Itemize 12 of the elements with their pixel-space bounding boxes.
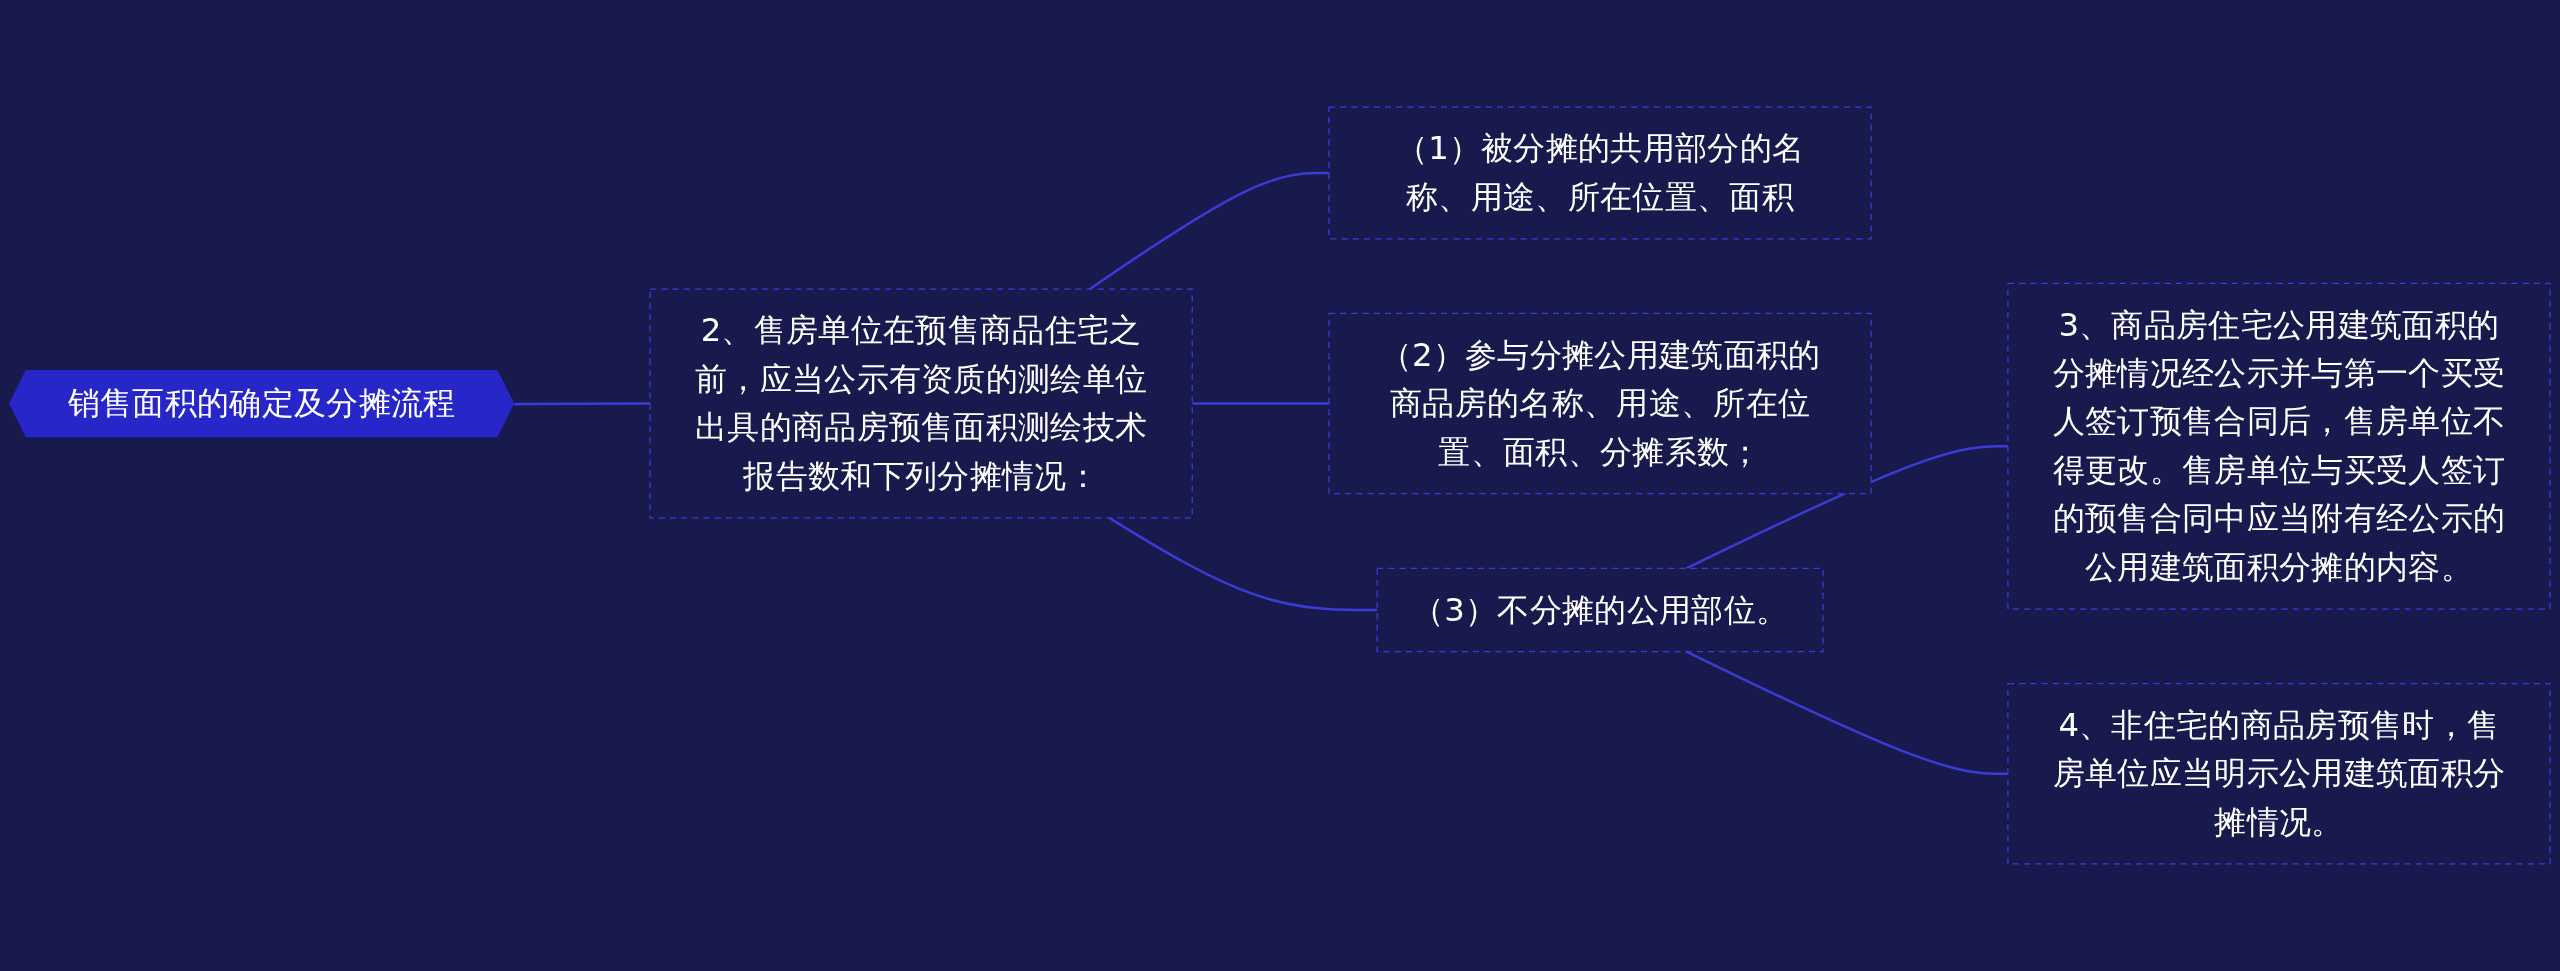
connector [1685,444,2008,570]
connector [1108,516,1378,612]
node-box: 3、商品房住宅公用建筑面积的分摊情况经公示并与第一个买受人签订预售合同后，售房单位不得更改。售房单位与买受人签订的预售合同中应当附有经公示的公用建筑面积分摊的内容。 [2007,282,2551,610]
node-box: （1）被分摊的共用部分的名称、用途、所在位置、面积 [1328,106,1872,240]
connector [1192,402,1329,405]
node-box: （3）不分摊的公用部位。 [1376,567,1824,653]
node-box: （2）参与分摊公用建筑面积的商品房的名称、用途、所在位置、面积、分摊系数； [1328,312,1872,495]
connector [1088,171,1329,291]
node-box: 2、售房单位在预售商品住宅之前，应当公示有资质的测绘单位出具的商品房预售面积测绘技术报告数和下列分摊情况： [649,288,1193,519]
connector [1685,650,2008,776]
node-box: 4、非住宅的商品房预售时，售房单位应当明示公用建筑面积分摊情况。 [2007,683,2551,865]
connector [513,402,651,406]
